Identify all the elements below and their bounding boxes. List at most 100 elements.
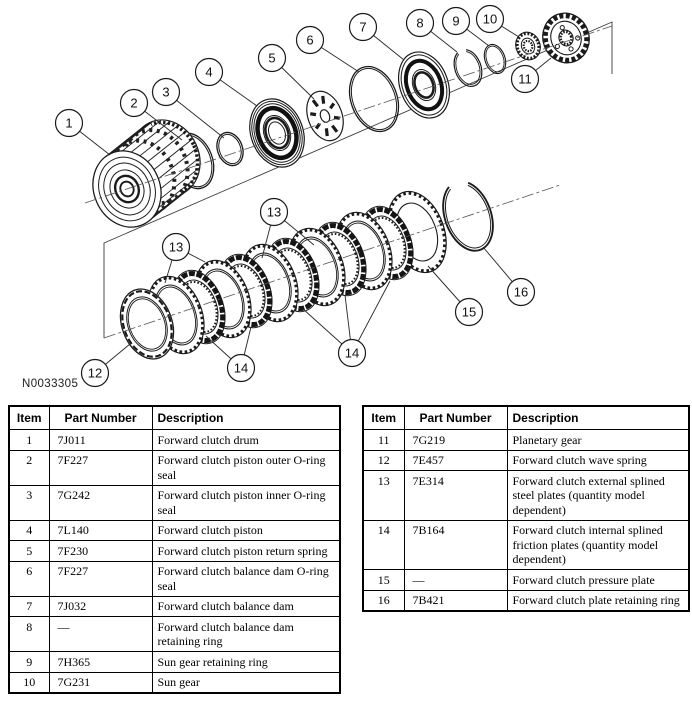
description-cell: Forward clutch balance dam [151, 595, 341, 618]
description-cell: Sun gear [151, 671, 341, 694]
table-row: 15—Forward clutch pressure plate [362, 569, 690, 591]
part-number-cell: 7B164 [403, 519, 508, 571]
svg-text:3: 3 [162, 85, 169, 100]
item-cell: 13 [362, 470, 405, 521]
description-cell: Forward clutch piston return spring [151, 540, 341, 562]
svg-text:14: 14 [345, 346, 359, 361]
col-description-header: Description [506, 405, 690, 430]
callout-4: 4 [194, 57, 224, 87]
svg-text:10: 10 [483, 12, 497, 27]
description-cell: Forward clutch drum [151, 429, 341, 451]
description-cell: Forward clutch wave spring [506, 449, 690, 472]
callout-13: 13 [259, 197, 289, 227]
part-piston-inner-o-ring-seal [216, 131, 244, 167]
description-cell: Forward clutch external splined steel pl… [506, 470, 690, 521]
part-number-cell: 7G242 [48, 484, 153, 521]
col-description-header: Description [151, 405, 341, 430]
svg-text:6: 6 [306, 33, 313, 48]
svg-text:2: 2 [130, 96, 137, 111]
description-cell: Forward clutch internal splined friction… [506, 519, 690, 571]
description-cell: Forward clutch piston outer O-ring seal [151, 449, 341, 486]
part-balance-dam-retaining-ring [453, 49, 483, 87]
item-cell: 12 [362, 449, 405, 472]
part-number-cell: 7G219 [403, 429, 508, 451]
item-cell: 2 [8, 449, 50, 486]
part-piston-return-spring [306, 90, 344, 142]
center_upper [84, 25, 613, 204]
callout-14: 14 [226, 353, 256, 383]
callout-9: 9 [441, 6, 471, 36]
item-cell: 10 [8, 671, 50, 694]
figure-reference-label: N0033305 [22, 378, 79, 390]
part-balance-dam-o-ring-seal [348, 65, 400, 133]
ring-item-16-snapring [442, 181, 494, 252]
svg-text:16: 16 [514, 285, 528, 300]
callout-13: 13 [161, 232, 191, 262]
description-cell: Forward clutch piston inner O-ring seal [151, 484, 341, 521]
item-cell: 1 [8, 429, 50, 451]
description-cell: Forward clutch piston [151, 519, 341, 542]
item-cell: 5 [8, 540, 50, 562]
col-part-number-header: Part Number [48, 405, 153, 430]
description-cell: Forward clutch balance dam O-ring seal [151, 560, 341, 597]
part-number-cell: 7J032 [48, 595, 153, 618]
part-number-cell: 7H365 [48, 651, 153, 673]
svg-text:7: 7 [359, 20, 366, 35]
callout-5: 5 [257, 43, 287, 73]
part-number-cell: — [48, 616, 153, 653]
callout-3: 3 [151, 77, 181, 107]
item-cell: 9 [8, 651, 50, 673]
center_lower [103, 184, 561, 339]
part-number-cell: — [403, 569, 508, 591]
svg-text:15: 15 [462, 305, 476, 320]
part-number-cell: 7B421 [403, 589, 508, 612]
callout-1: 1 [54, 108, 84, 138]
part-sun-gear [515, 31, 541, 61]
callout-15: 15 [454, 297, 484, 327]
callout-8: 8 [405, 8, 435, 38]
part-number-cell: 7F230 [48, 540, 153, 562]
description-cell: Forward clutch pressure plate [506, 569, 690, 591]
callout-6: 6 [295, 25, 325, 55]
callout-10: 10 [475, 4, 505, 34]
svg-text:8: 8 [416, 16, 423, 31]
part-number-cell: 7E457 [403, 449, 508, 472]
item-cell: 11 [362, 429, 405, 451]
part-planetary-gear [542, 12, 590, 64]
part-number-cell: 7J011 [48, 429, 153, 451]
item-cell: 16 [362, 589, 405, 612]
svg-text:12: 12 [88, 366, 102, 381]
upper-parts [92, 12, 590, 228]
table-row: 8—Forward clutch balance dam retaining r… [8, 616, 341, 653]
description-cell: Forward clutch plate retaining ring [506, 589, 690, 612]
svg-text:14: 14 [234, 361, 248, 376]
col-item-header: Item [8, 405, 50, 430]
svg-text:5: 5 [268, 51, 275, 66]
part-number-cell: 7F227 [48, 449, 153, 486]
part-forward-clutch-balance-dam [398, 51, 450, 119]
centerlines [84, 25, 613, 339]
item-cell: 4 [8, 519, 50, 542]
item-cell: 8 [8, 616, 50, 653]
item-cell: 3 [8, 484, 50, 521]
item-cell: 6 [8, 560, 50, 597]
description-cell: Forward clutch balance dam retaining rin… [151, 616, 341, 653]
svg-text:13: 13 [169, 240, 183, 255]
callout-16: 16 [506, 277, 536, 307]
